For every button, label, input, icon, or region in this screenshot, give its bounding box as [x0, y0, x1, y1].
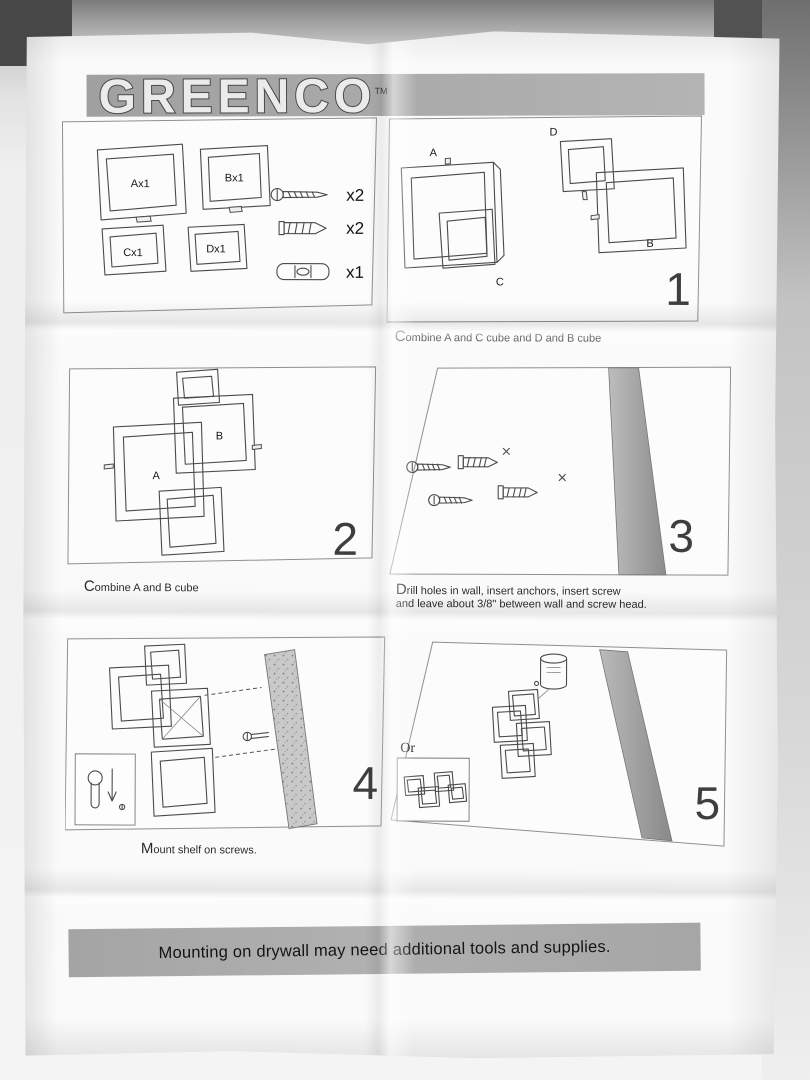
- step2-label-a: A: [153, 470, 161, 482]
- step2-label-b: B: [216, 430, 223, 442]
- step-number-5: 5: [694, 777, 720, 829]
- step-number-2: 2: [332, 513, 358, 565]
- step1-caption: Combine A and C cube and D and B cube: [394, 327, 602, 346]
- footer-banner: Mounting on drywall may need additional …: [68, 923, 700, 978]
- keyhole-inset: [75, 754, 135, 825]
- parts-panel: Ax1 Bx1 Cx1 Dx1: [61, 116, 379, 316]
- step3-panel: 3: [386, 364, 733, 577]
- brand-header-bar: GREENCO TM: [87, 73, 705, 117]
- part-label-d: Dx1: [206, 243, 226, 255]
- part-label-c: Cx1: [123, 247, 143, 259]
- instruction-sheet: GREENCO TM Ax1 Bx1: [20, 27, 782, 1062]
- step-number-4: 4: [352, 757, 378, 809]
- footer-text: Mounting on drywall may need additional …: [158, 937, 611, 962]
- step3-caption-line1: Drill holes in wall, insert anchors, ins…: [395, 580, 621, 599]
- anchors-qty: x2: [346, 219, 364, 238]
- step5-panel: Or 5: [390, 641, 729, 847]
- step-number-3: 3: [668, 510, 694, 562]
- step1-label-b: B: [646, 238, 653, 250]
- step4-panel: 4: [65, 635, 387, 832]
- step3-caption-line2: and leave about 3/8" between wall and sc…: [395, 597, 647, 611]
- parts-panel-border: [62, 117, 377, 314]
- brand-header-graphic: GREENCO TM: [87, 73, 705, 117]
- step1-label-c: C: [496, 276, 504, 288]
- step3-caption: Drill holes in wall, insert anchors, ins…: [396, 583, 706, 612]
- alt-layout-inset: [397, 758, 469, 821]
- part-label-b: Bx1: [225, 172, 244, 184]
- step2-caption: Combine A and B cube: [83, 577, 199, 595]
- step4-caption: Mount shelf on screws.: [140, 840, 257, 858]
- step1-label-d: D: [549, 127, 557, 139]
- part-label-a: Ax1: [131, 178, 150, 190]
- screws-qty: x2: [346, 186, 364, 205]
- step2-panel: B A 2: [67, 365, 378, 566]
- step1-panel: A C D B 1: [387, 114, 704, 325]
- brand-trademark: TM: [375, 86, 388, 96]
- step1-label-a: A: [430, 147, 438, 159]
- or-label: Or: [400, 741, 415, 756]
- level-qty: x1: [346, 263, 364, 282]
- brand-logo-text: GREENCO: [99, 73, 377, 117]
- step-number-1: 1: [665, 263, 691, 315]
